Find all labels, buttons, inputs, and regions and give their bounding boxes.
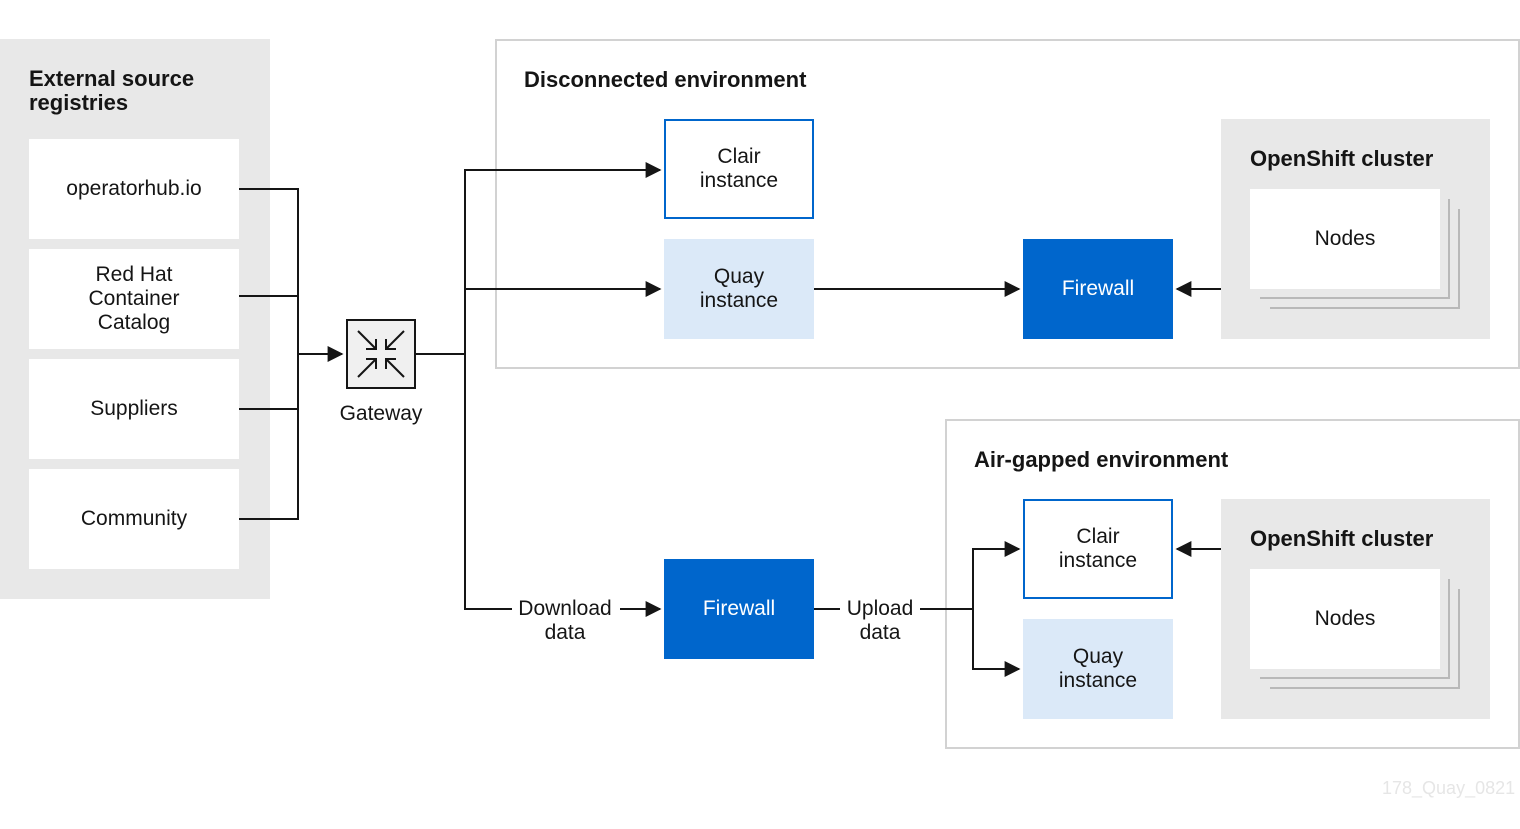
source-suppliers-label: Suppliers [90, 397, 178, 420]
figure-id-watermark: 178_Quay_0821 [1382, 778, 1516, 798]
disconnected-nodes-stack-back [1270, 209, 1460, 309]
airgapped-nodes-label: Nodes [1314, 607, 1376, 630]
source-suppliers: Suppliers [29, 359, 239, 459]
source-operatorhub: operatorhub.io [29, 139, 239, 239]
airgapped-nodes-stack-back [1270, 589, 1460, 689]
source-operatorhub-label: operatorhub.io [66, 177, 202, 200]
disconnected-clair-instance: Clair instance [664, 119, 814, 219]
source-redhat-catalog-label: Red Hat Container Catalog [88, 263, 180, 334]
airgapped-nodes: Nodes [1250, 569, 1440, 669]
disconnected-firewall: Firewall [1023, 239, 1173, 339]
source-community-label: Community [80, 507, 188, 530]
airgapped-quay-instance: Quay instance [1023, 619, 1173, 719]
disconnected-openshift-cluster-title: OpenShift cluster [1250, 146, 1434, 171]
external-registries-title: External source registries [29, 66, 195, 115]
source-community: Community [29, 469, 239, 569]
disconnected-firewall-label: Firewall [1061, 277, 1135, 300]
airgapped-clair-instance: Clair instance [1023, 499, 1173, 599]
disconnected-clair-label: Clair instance [699, 145, 779, 192]
transfer-firewall-label: Firewall [702, 597, 776, 620]
airgapped-environment-title: Air-gapped environment [974, 447, 1229, 472]
disconnected-nodes-stack-mid [1260, 199, 1450, 299]
gateway-label: Gateway [339, 402, 423, 425]
airgapped-clair-label: Clair instance [1058, 525, 1138, 572]
disconnected-environment-title: Disconnected environment [524, 67, 807, 92]
disconnected-quay-instance: Quay instance [664, 239, 814, 339]
source-redhat-catalog: Red Hat Container Catalog [29, 249, 239, 349]
disconnected-quay-label: Quay instance [699, 265, 779, 312]
disconnected-nodes-label: Nodes [1314, 227, 1376, 250]
airgapped-quay-label: Quay instance [1058, 645, 1138, 692]
airgapped-nodes-stack-mid [1260, 579, 1450, 679]
disconnected-nodes: Nodes [1250, 189, 1440, 289]
download-data-label: Download data [512, 597, 618, 645]
upload-data-label: Upload data [840, 597, 920, 645]
gateway-icon [346, 319, 416, 389]
transfer-firewall: Firewall [664, 559, 814, 659]
airgapped-openshift-cluster-title: OpenShift cluster [1250, 526, 1434, 551]
